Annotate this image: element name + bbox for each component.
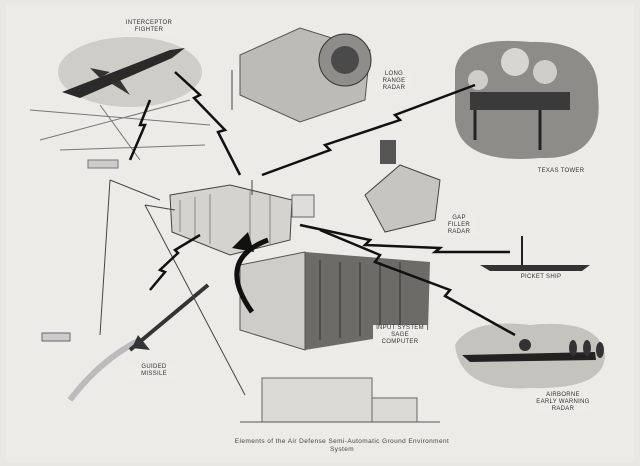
long-range-radar-illustration — [231, 27, 372, 123]
label-sage-computer: Input System SAGE Computer — [373, 325, 427, 346]
label-gap-filler-radar: Gap Filler Radar — [440, 215, 478, 236]
label-texas-tower: Texas Tower — [535, 168, 587, 175]
diagram-title: Elements of the Air Defense Semi-Automat… — [234, 438, 450, 453]
gap-filler-radar-illustration — [364, 140, 441, 233]
missile-site-building — [41, 332, 71, 342]
label-picket-ship: Picket Ship — [515, 274, 567, 281]
radio-link-lightning — [128, 71, 516, 337]
label-airborne-early-warning-radar: Airborne Early Warning Radar — [535, 392, 591, 413]
guided-missile-illustration — [67, 283, 210, 402]
sage-computer-illustration — [232, 232, 430, 351]
airborne-early-warning-illustration — [455, 323, 605, 389]
power-building-illustration — [240, 377, 440, 423]
direction-center-building — [169, 184, 315, 256]
communication-lines — [99, 179, 253, 396]
interceptor-fighter-illustration — [58, 37, 202, 107]
label-interceptor-fighter: Interceptor Fighter — [122, 20, 176, 34]
texas-tower-illustration — [455, 40, 599, 159]
label-guided-missile: Guided Missile — [128, 364, 180, 378]
airfield-illustration — [29, 99, 211, 169]
picket-ship-illustration — [480, 236, 590, 271]
label-long-range-radar: Long Range Radar — [375, 71, 413, 92]
